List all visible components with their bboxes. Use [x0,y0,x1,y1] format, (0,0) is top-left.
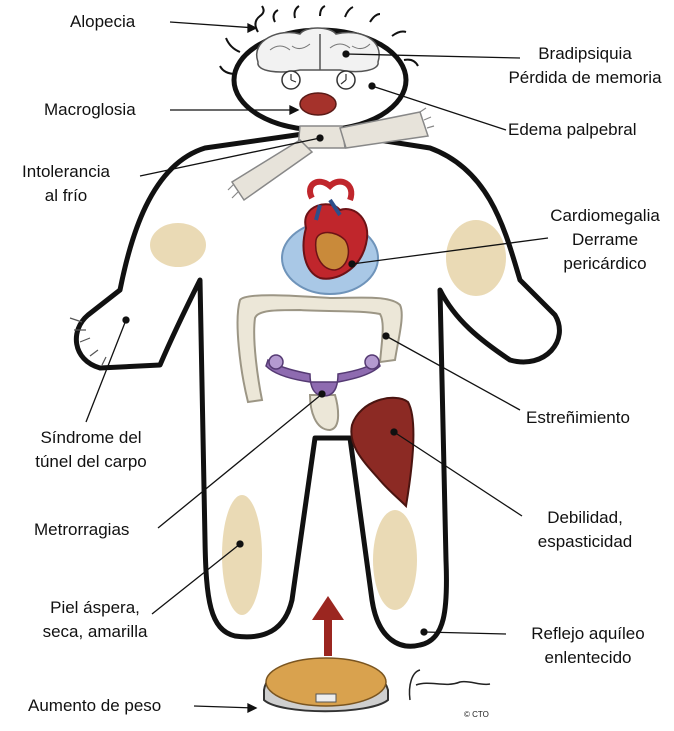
label-intolerancia: Intolerancia al frío [6,160,126,208]
label-metrorragias: Metrorragias [34,518,129,542]
label-reflejo-line2: enlentecido [508,646,668,670]
label-tunel-line2: túnel del carpo [16,450,166,474]
label-bradipsiquia: Bradipsiquia Pérdida de memoria [500,42,670,90]
label-piel-line1: Piel áspera, [30,596,160,620]
label-alopecia: Alopecia [70,10,135,34]
up-arrow-icon [312,596,344,656]
label-debilidad-line2: espasticidad [520,530,650,554]
label-derrame-line2: pericárdico [536,252,674,276]
copyright: © CTO [464,710,489,719]
label-cardiomegalia: Cardiomegalia Derrame pericárdico [536,204,674,276]
label-piel: Piel áspera, seca, amarilla [30,596,160,644]
label-bradipsiquia-line1: Bradipsiquia [500,42,670,66]
label-macroglosia: Macroglosia [44,98,136,122]
label-debilidad-line1: Debilidad, [520,506,650,530]
label-reflejo: Reflejo aquíleo enlentecido [508,622,668,670]
label-intolerancia-line2: al frío [6,184,126,208]
label-tunel-line1: Síndrome del [16,426,166,450]
signature [409,670,490,700]
label-piel-line2: seca, amarilla [30,620,160,644]
scale [264,658,388,711]
tongue [300,93,336,115]
label-intolerancia-line1: Intolerancia [6,160,126,184]
label-bradipsiquia-line2: Pérdida de memoria [500,66,670,90]
label-debilidad: Debilidad, espasticidad [520,506,650,554]
label-derrame-line1: Derrame [536,228,674,252]
label-aumento-peso: Aumento de peso [28,694,161,718]
label-reflejo-line1: Reflejo aquíleo [508,622,668,646]
brain-icon [257,28,380,72]
label-cardiomegalia-line1: Cardiomegalia [536,204,674,228]
label-tunel-carpo: Síndrome del túnel del carpo [16,426,166,474]
label-estrenimiento: Estreñimiento [526,406,630,430]
label-edema-palpebral: Edema palpebral [508,118,637,142]
